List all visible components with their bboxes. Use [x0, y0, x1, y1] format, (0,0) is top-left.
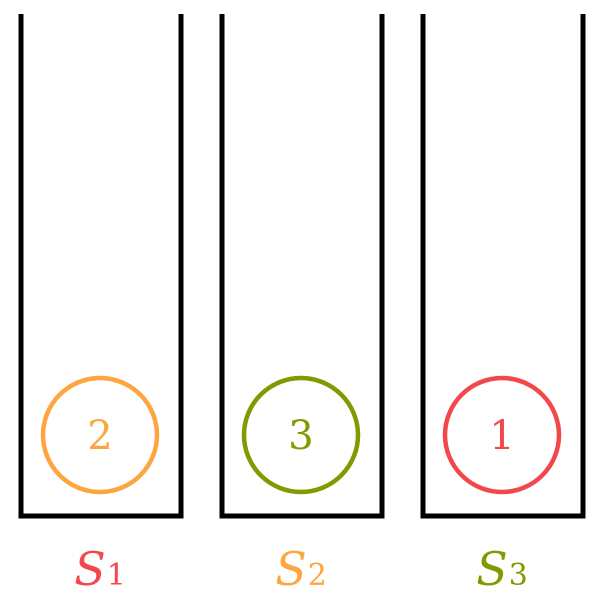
stack-3-disk-circle	[442, 375, 562, 495]
stack-1-name: S1	[74, 542, 126, 596]
stack-2-disk-label: 3	[288, 413, 313, 459]
stack-2-container	[219, 14, 385, 519]
stack-3-disk-label: 1	[489, 413, 514, 459]
stack-3-name: S3	[476, 542, 528, 596]
stack-3-container	[420, 14, 586, 519]
stack-3: 1 S3	[420, 14, 586, 596]
stack-1: 2 S1	[18, 14, 184, 596]
stack-2-disk-circle	[241, 375, 361, 495]
stack-2-name: S2	[275, 542, 327, 596]
stack-1-disk-circle	[40, 375, 160, 495]
stack-1-disk-label: 2	[87, 413, 112, 459]
stack-2: 3 S2	[219, 14, 385, 596]
stack-1-container	[18, 14, 184, 519]
